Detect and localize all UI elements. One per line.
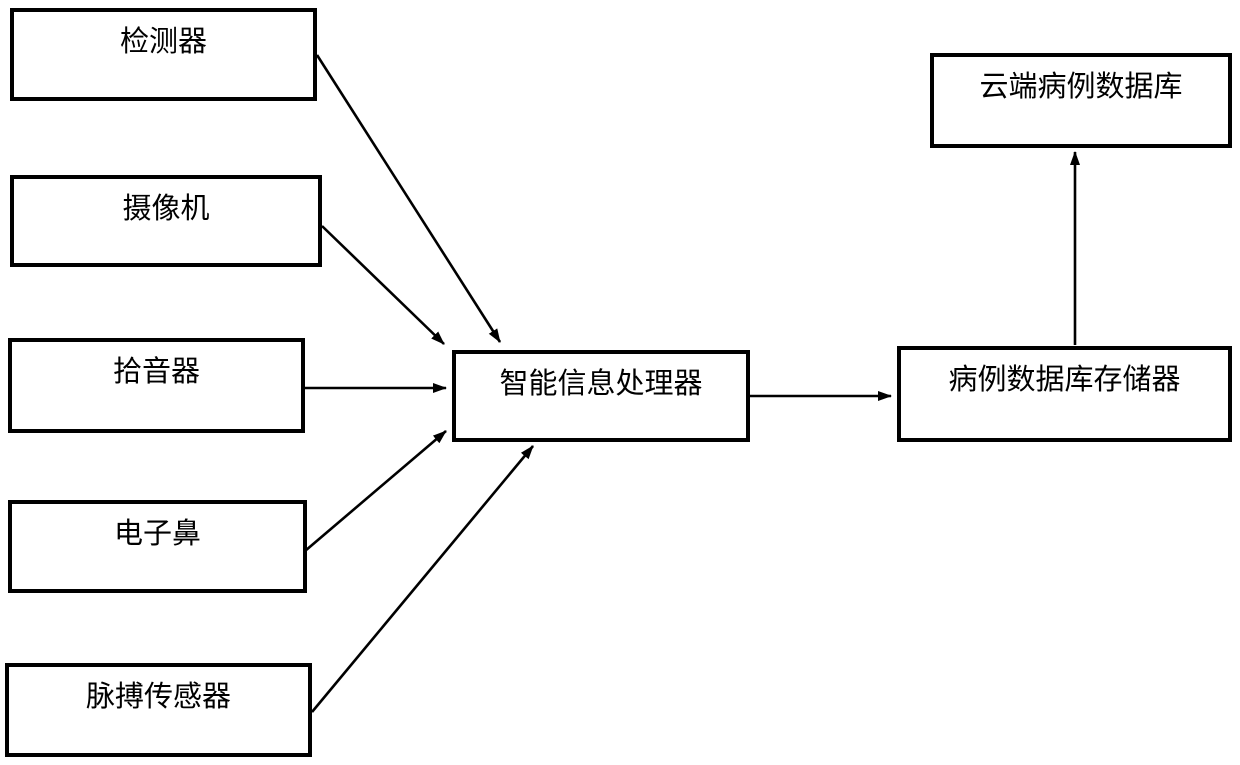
node-electronic-nose-label: 电子鼻	[113, 518, 201, 550]
node-storage-label: 病例数据库存储器	[948, 364, 1181, 396]
node-sound-pickup: 拾音器	[8, 338, 305, 433]
edge-camera-processor	[321, 225, 445, 345]
node-cloud-label: 云端病例数据库	[979, 71, 1183, 103]
node-storage: 病例数据库存储器	[897, 346, 1232, 442]
node-detector-label: 检测器	[119, 26, 207, 58]
node-pulse-sensor-label: 脉搏传感器	[85, 681, 231, 713]
node-camera-label: 摄像机	[122, 193, 210, 225]
edge-pulse-sensor-processor	[311, 445, 534, 713]
node-detector: 检测器	[10, 8, 317, 101]
node-sound-pickup-label: 拾音器	[112, 356, 200, 388]
edge-detector-processor	[315, 54, 502, 343]
edge-electronic-nose-processor	[304, 430, 447, 552]
node-electronic-nose: 电子鼻	[8, 500, 307, 593]
node-processor-label: 智能信息处理器	[499, 368, 703, 400]
node-processor: 智能信息处理器	[452, 350, 750, 442]
node-pulse-sensor: 脉搏传感器	[5, 663, 312, 757]
node-camera: 摄像机	[10, 175, 322, 267]
node-cloud: 云端病例数据库	[930, 53, 1232, 148]
